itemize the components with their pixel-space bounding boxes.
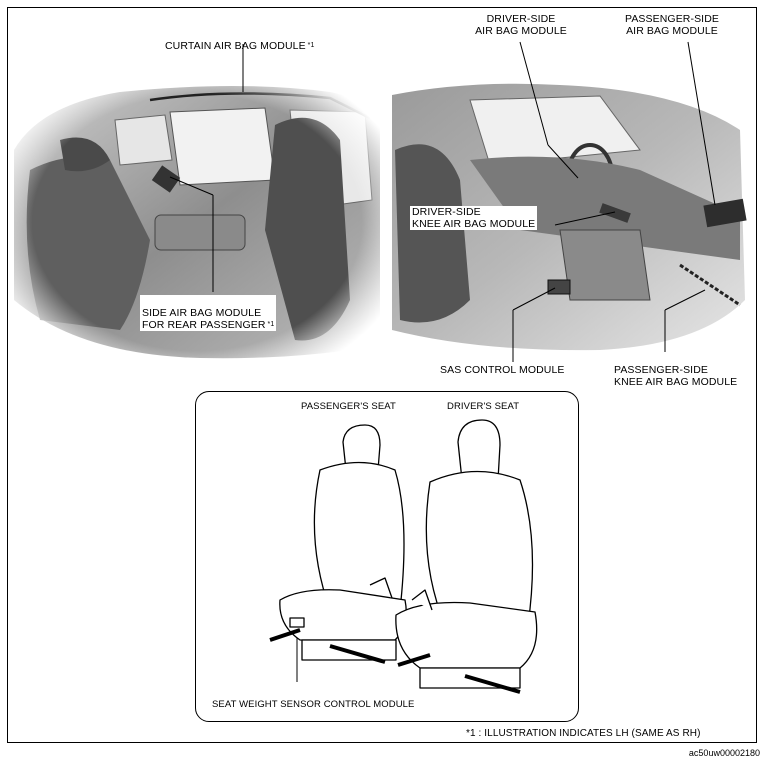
dashboard-illustration [392,83,747,351]
driver-seat-drawing [395,419,538,694]
leader-lines [169,41,716,682]
passenger-seat-label: PASSENGER'S SEAT [301,401,396,412]
figure-code: ac50uw00002180 [688,748,760,758]
driver-seat-label: DRIVER'S SEAT [447,401,520,412]
passenger-seat-drawing [269,424,407,664]
figure-frame [7,7,757,743]
seat-weight-sensor-label: SEAT WEIGHT SENSOR CONTROL MODULE [212,699,415,710]
driver-knee-airbag-label: DRIVER-SIDE KNEE AIR BAG MODULE [410,206,538,230]
side-airbag-rear-label: SIDE AIR BAG MODULE FOR REAR PASSENGER*1 [140,295,277,331]
seat-diagram-box [195,391,579,722]
driver-side-airbag-label: DRIVER-SIDE AIR BAG MODULE [475,13,567,37]
curtain-airbag-label: CURTAIN AIR BAG MODULE*1 [165,40,315,52]
passenger-side-airbag-label: PASSENGER-SIDE AIR BAG MODULE [625,13,719,37]
footnote: *1 : ILLUSTRATION INDICATES LH (SAME AS … [466,728,701,739]
passenger-knee-airbag-label: PASSENGER-SIDE KNEE AIR BAG MODULE [614,364,738,388]
sas-control-module-label: SAS CONTROL MODULE [440,364,565,376]
